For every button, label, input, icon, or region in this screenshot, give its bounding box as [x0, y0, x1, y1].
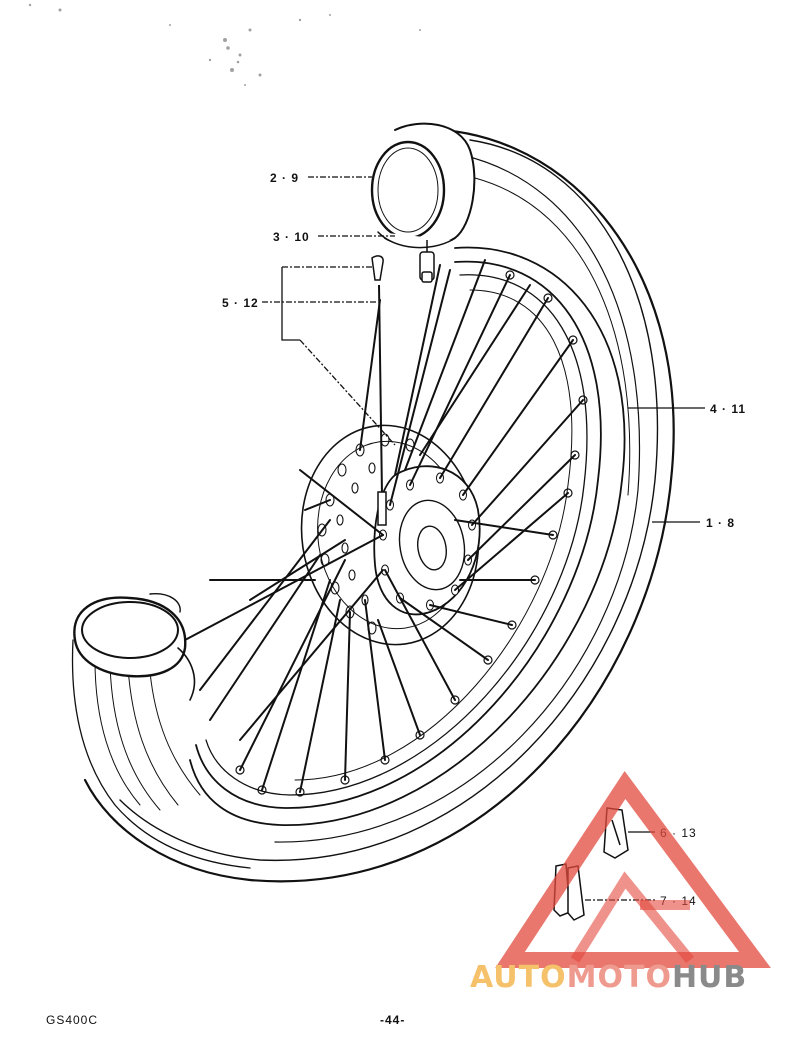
- tire: [71, 128, 675, 883]
- spoke-set: [371, 255, 387, 526]
- callout-rim-band: 3 · 10: [273, 230, 310, 244]
- spokes: [184, 259, 584, 793]
- callouts: 2 · 9 3 · 10 5 · 12 4 · 11 1 · 8 6 · 13 …: [222, 171, 746, 908]
- model-code: GS400C: [46, 1013, 99, 1027]
- page-number: -44-: [380, 1013, 406, 1027]
- scan-noise: [28, 3, 421, 86]
- tire-section-top: [370, 122, 476, 249]
- callout-tire: 1 · 8: [706, 516, 735, 530]
- watermark-wordmark: AUTOMOTOHUB: [470, 960, 747, 995]
- leader-lines: [262, 176, 705, 901]
- watermark-word-hub: HUB: [671, 960, 748, 995]
- watermark-logo-mark: [495, 771, 771, 968]
- wheel-hub: [373, 465, 481, 616]
- watermark-word-auto: AUTO: [470, 960, 567, 995]
- callout-spoke-set: 5 · 12: [222, 296, 259, 310]
- callout-tube-valve: 2 · 9: [270, 171, 299, 185]
- tube-valve: [419, 240, 435, 283]
- watermark-word-moto: MOTO: [566, 960, 672, 995]
- tire-section-bottom: [73, 593, 196, 701]
- callout-rim: 4 · 11: [710, 402, 746, 416]
